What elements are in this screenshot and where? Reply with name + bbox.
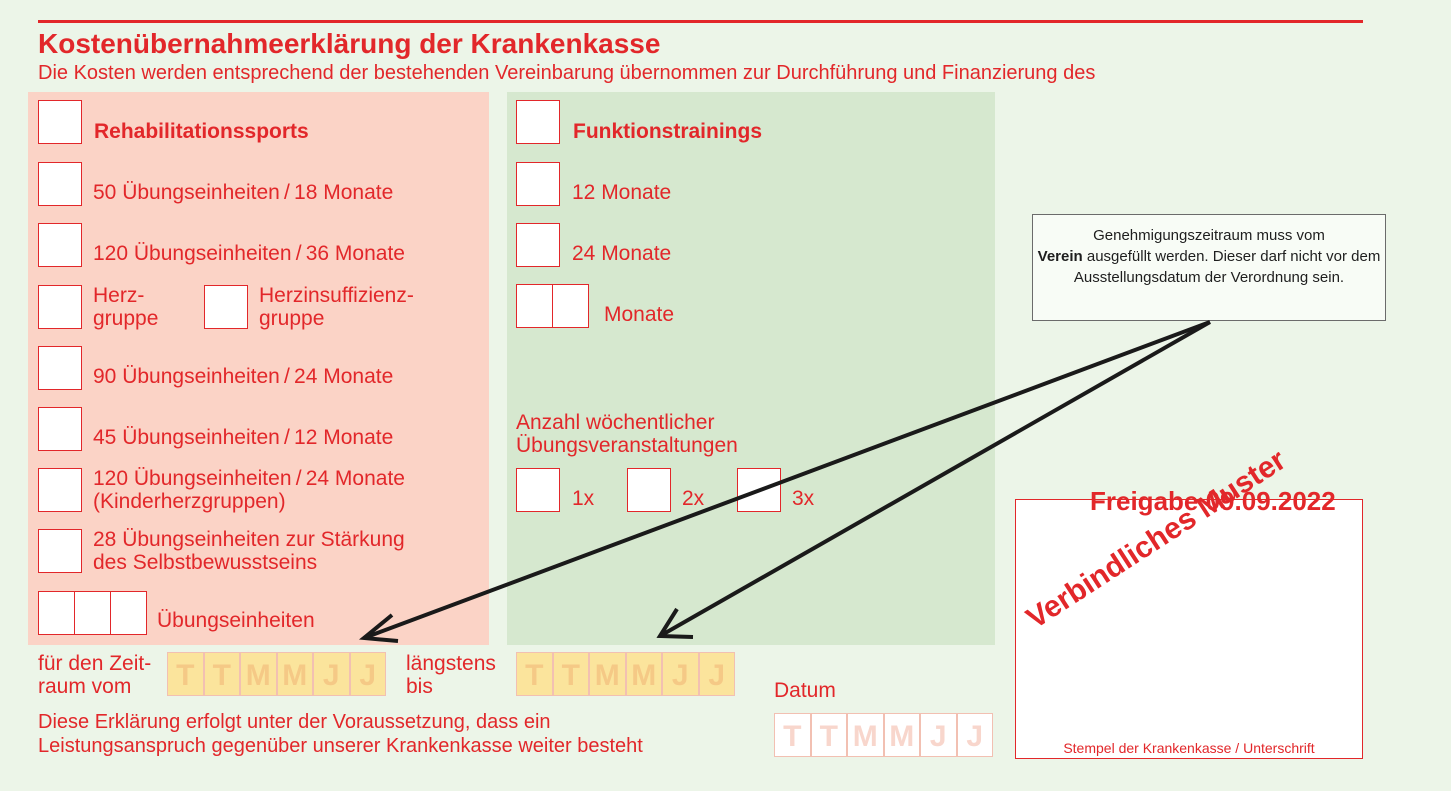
units-digit-3[interactable] — [110, 591, 147, 635]
from-date-cell-1[interactable]: T — [167, 652, 204, 696]
until-date-cell-6[interactable]: J — [698, 652, 735, 696]
funktion-checkbox[interactable] — [516, 100, 560, 144]
rehab-checkbox[interactable] — [38, 100, 82, 144]
funktion-heading: Funktionstrainings — [573, 120, 762, 143]
sign-date-cell-4[interactable]: M — [883, 713, 920, 757]
weekly-label-line1: Anzahl wöchentlicher — [516, 411, 715, 434]
rehab-28-checkbox[interactable] — [38, 529, 82, 573]
funktion-months-digit-1[interactable] — [516, 284, 553, 328]
rehab-50-checkbox[interactable] — [38, 162, 82, 206]
weekly-label-line2: Übungsveranstaltungen — [516, 434, 738, 457]
period-from-label-line2: raum vom — [38, 675, 132, 698]
until-date-cell-4[interactable]: M — [625, 652, 662, 696]
hint-text-2: ausgefüllt werden. Dieser darf nicht vor… — [1073, 248, 1381, 286]
sign-date-cell-1[interactable]: T — [774, 713, 811, 757]
footer-line2: Leistungsanspruch gegenüber unserer Kran… — [38, 735, 643, 757]
weekly-1x-label: 1x — [572, 487, 595, 510]
herzinsuffizienz-label-line1: Herzinsuffizienz- — [259, 284, 414, 307]
rehab-heading: Rehabilitationssports — [94, 120, 309, 143]
stamp-box[interactable] — [1015, 499, 1363, 759]
arrow-to-until-date — [659, 320, 1211, 638]
funktion-months-label: Monate — [604, 303, 675, 326]
period-until-label-line2: bis — [406, 675, 433, 698]
footer-line1: Diese Erklärung erfolgt unter der Voraus… — [38, 711, 551, 733]
from-date-cell-4[interactable]: M — [276, 652, 313, 696]
stamp-caption: Stempel der Krankenkasse / Unterschrift — [1063, 740, 1315, 756]
sign-date-cell-2[interactable]: T — [810, 713, 847, 757]
weekly-3x-label: 3x — [792, 487, 815, 510]
arrowhead-from-date — [358, 613, 399, 643]
herzgruppe-label-line1: Herz- — [93, 284, 145, 307]
rehab-45-label: 45 Übungseinheiten / 12 Monate — [93, 426, 394, 449]
rehab-28-label-line1: 28 Übungseinheiten zur Stärkung — [93, 528, 405, 551]
rehab-50-label: 50 Übungseinheiten / 18 Monate — [93, 181, 394, 204]
herzgruppe-label-line2: gruppe — [93, 307, 159, 330]
arrowhead-until-date — [656, 607, 694, 639]
form-subtitle: Die Kosten werden entsprechend der beste… — [38, 62, 1096, 84]
form-title: Kostenübernahmeerklärung der Krankenkass… — [38, 28, 661, 59]
rehab-kinder-label-line2: (Kinderherzgruppen) — [93, 490, 286, 513]
rehab-28-label-line2: des Selbstbewusstseins — [93, 551, 318, 574]
hint-text-1: Genehmigungszeitraum muss vom — [1093, 227, 1325, 244]
rehab-120-36-checkbox[interactable] — [38, 223, 82, 267]
funktion-24-checkbox[interactable] — [516, 223, 560, 267]
herzinsuffizienz-checkbox[interactable] — [204, 285, 248, 329]
sign-date-cell-6[interactable]: J — [956, 713, 993, 757]
hint-note: Genehmigungszeitraum muss vom Verein aus… — [1032, 214, 1386, 321]
herzgruppe-checkbox[interactable] — [38, 285, 82, 329]
sign-date-cell-3[interactable]: M — [847, 713, 884, 757]
from-date-cell-5[interactable]: J — [313, 652, 350, 696]
date-label: Datum — [774, 679, 836, 702]
period-until-label-line1: längstens — [406, 652, 496, 675]
funktion-months-digit-2[interactable] — [552, 284, 589, 328]
until-date-cell-1[interactable]: T — [516, 652, 553, 696]
units-digit-2[interactable] — [74, 591, 111, 635]
funktion-24-label: 24 Monate — [572, 242, 672, 265]
rehab-kinder-label-line1: 120 Übungseinheiten / 24 Monate — [93, 467, 405, 490]
from-date-cell-2[interactable]: T — [203, 652, 240, 696]
rehab-120-36-label: 120 Übungseinheiten / 36 Monate — [93, 242, 405, 265]
rehab-kinder-checkbox[interactable] — [38, 468, 82, 512]
top-rule — [38, 20, 1363, 23]
sign-date-cell-5[interactable]: J — [920, 713, 957, 757]
weekly-1x-checkbox[interactable] — [516, 468, 560, 512]
funktion-12-label: 12 Monate — [572, 181, 672, 204]
weekly-2x-label: 2x — [682, 487, 705, 510]
freigabe-text: Freigabe 09.09.2022 — [1090, 486, 1336, 516]
arrow-to-from-date — [363, 320, 1211, 640]
rehab-45-checkbox[interactable] — [38, 407, 82, 451]
units-label: Übungseinheiten — [157, 609, 315, 632]
until-date-cell-2[interactable]: T — [552, 652, 589, 696]
until-date-cell-3[interactable]: M — [589, 652, 626, 696]
until-date-cell-5[interactable]: J — [662, 652, 699, 696]
funktion-12-checkbox[interactable] — [516, 162, 560, 206]
rehab-90-label: 90 Übungseinheiten / 24 Monate — [93, 365, 394, 388]
period-from-label-line1: für den Zeit- — [38, 652, 152, 675]
rehab-90-checkbox[interactable] — [38, 346, 82, 390]
rehab-panel — [28, 92, 489, 645]
weekly-2x-checkbox[interactable] — [627, 468, 671, 512]
from-date-cell-6[interactable]: J — [349, 652, 386, 696]
from-date-cell-3[interactable]: M — [240, 652, 277, 696]
herzinsuffizienz-label-line2: gruppe — [259, 307, 325, 330]
hint-text-bold: Verein — [1037, 248, 1083, 265]
